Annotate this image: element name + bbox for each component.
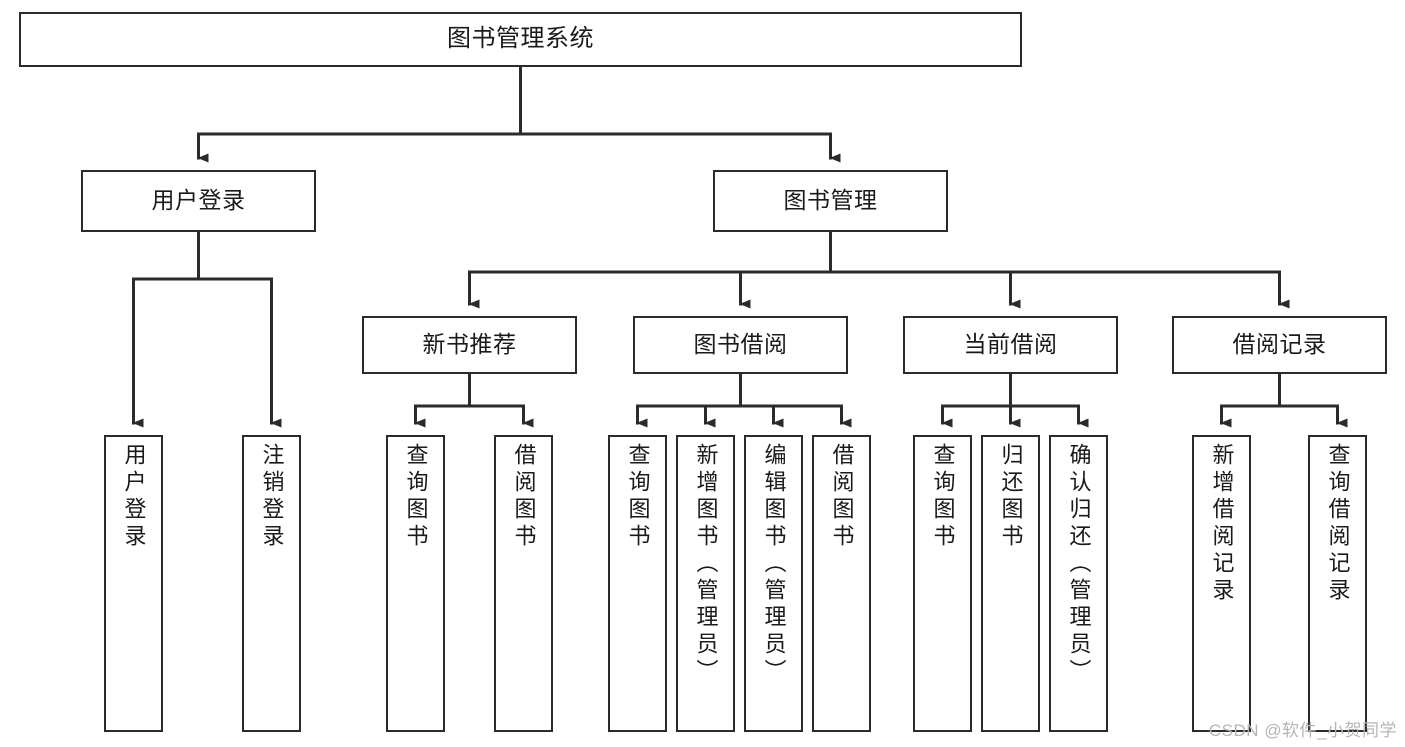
- node-label: 归还图书: [998, 443, 1024, 551]
- node-label: 图书管理系统: [447, 25, 594, 53]
- node-leaf-book-borrow-edit[interactable]: 编辑图书（管理员）: [744, 435, 803, 732]
- node-leaf-new-book-query[interactable]: 查询图书: [386, 435, 445, 732]
- node-book-management[interactable]: 图书管理: [713, 170, 948, 232]
- node-label: 用户登录: [121, 443, 147, 551]
- node-label: 查询借阅记录: [1325, 443, 1351, 605]
- node-label: 用户登录: [151, 187, 246, 214]
- node-label: 编辑图书（管理员）: [761, 443, 787, 686]
- node-label: 新书推荐: [422, 331, 517, 358]
- node-leaf-book-borrow-query[interactable]: 查询图书: [608, 435, 667, 732]
- node-leaf-user-login-login[interactable]: 用户登录: [104, 435, 163, 732]
- node-new-book-recommend[interactable]: 新书推荐: [362, 316, 577, 374]
- node-label: 借阅图书: [829, 443, 855, 551]
- node-label: 当前借阅: [963, 331, 1058, 358]
- node-label: 图书借阅: [693, 331, 788, 358]
- node-label: 注销登录: [259, 443, 285, 551]
- node-label: 新增图书（管理员）: [693, 443, 719, 686]
- node-label: 新增借阅记录: [1209, 443, 1235, 605]
- node-leaf-current-borrow-query[interactable]: 查询图书: [913, 435, 972, 732]
- node-leaf-book-borrow-borrow[interactable]: 借阅图书: [812, 435, 871, 732]
- node-borrow-record[interactable]: 借阅记录: [1172, 316, 1387, 374]
- node-leaf-current-borrow-return[interactable]: 归还图书: [981, 435, 1040, 732]
- node-leaf-book-borrow-add[interactable]: 新增图书（管理员）: [676, 435, 735, 732]
- node-leaf-new-book-borrow[interactable]: 借阅图书: [494, 435, 553, 732]
- node-label: 借阅图书: [511, 443, 537, 551]
- node-book-borrow[interactable]: 图书借阅: [633, 316, 848, 374]
- node-leaf-current-borrow-confirm[interactable]: 确认归还（管理员）: [1049, 435, 1108, 732]
- node-leaf-borrow-record-add[interactable]: 新增借阅记录: [1192, 435, 1251, 732]
- node-current-borrow[interactable]: 当前借阅: [903, 316, 1118, 374]
- node-leaf-borrow-record-query[interactable]: 查询借阅记录: [1308, 435, 1367, 732]
- node-leaf-user-login-logout[interactable]: 注销登录: [242, 435, 301, 732]
- node-label: 查询图书: [403, 443, 429, 551]
- node-root-library-system[interactable]: 图书管理系统: [19, 12, 1022, 67]
- node-label: 查询图书: [930, 443, 956, 551]
- node-label: 借阅记录: [1232, 331, 1327, 358]
- node-user-login[interactable]: 用户登录: [81, 170, 316, 232]
- node-label: 确认归还（管理员）: [1066, 443, 1092, 686]
- node-label: 图书管理: [783, 187, 878, 214]
- node-label: 查询图书: [625, 443, 651, 551]
